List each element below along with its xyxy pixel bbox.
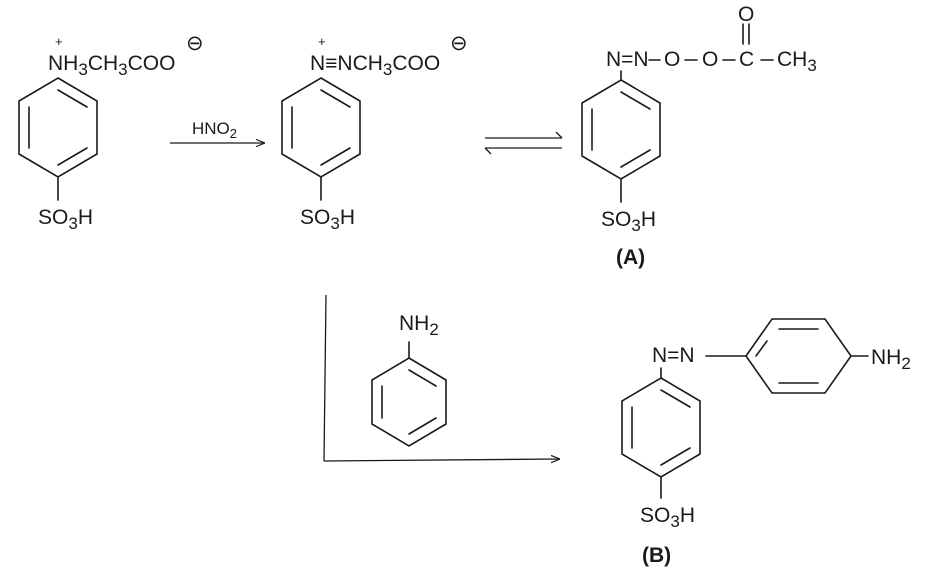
benzene-ring: [581, 79, 661, 180]
product-b-azo: N=N: [652, 344, 695, 367]
benzene-ring: [745, 318, 852, 394]
reactant-minus-charge: ⊖: [186, 32, 204, 55]
product-b-label: (B): [642, 544, 671, 567]
reactant-plus-charge: +: [55, 34, 63, 49]
reactant-sulfonic-group: SO3H: [38, 206, 93, 233]
product-b-amine-group: NH2: [871, 346, 911, 373]
product-a-carbonyl-oxygen: O: [738, 3, 754, 26]
reaction-arrow-1: HNO2: [170, 119, 265, 143]
product-b-molecule: N=N NH2 SO3H (B): [621, 318, 911, 567]
product-a-methyl: CH3: [777, 48, 817, 75]
product-b-sulfonic-group: SO3H: [640, 504, 695, 531]
intermediate-sulfonic-group: SO3H: [300, 206, 355, 233]
product-a-label: (A): [616, 246, 645, 269]
product-a-carbonyl-carbon: C: [739, 48, 754, 71]
intermediate-minus-charge: ⊖: [450, 32, 468, 55]
reagent-hno2: HNO2: [192, 119, 237, 141]
aniline-reagent: NH2: [371, 312, 447, 447]
coupling-arrow: [323, 294, 560, 461]
benzene-ring: [371, 357, 447, 447]
reactant-group: NH3CH3COO: [48, 52, 175, 79]
reactant-molecule: + NH3CH3COO ⊖ SO3H: [18, 32, 204, 233]
intermediate-plus-charge: +: [318, 34, 326, 49]
product-a-sulfonic-group: SO3H: [601, 208, 656, 235]
aniline-amine-group: NH2: [399, 312, 439, 339]
product-a-azo: N=N: [606, 48, 649, 71]
product-a-oxygen-2: O: [702, 48, 718, 71]
diazonium-intermediate: + N≡NCH3COO ⊖ SO3H: [281, 32, 468, 233]
benzene-ring: [281, 77, 361, 178]
product-a-oxygen-1: O: [664, 48, 680, 71]
benzene-ring: [18, 77, 98, 178]
intermediate-group: N≡NCH3COO: [310, 52, 440, 79]
benzene-ring: [621, 377, 701, 478]
equilibrium-arrows: [484, 131, 563, 155]
product-a-molecule: N=N O O C O CH3 SO3H (A): [581, 3, 817, 269]
